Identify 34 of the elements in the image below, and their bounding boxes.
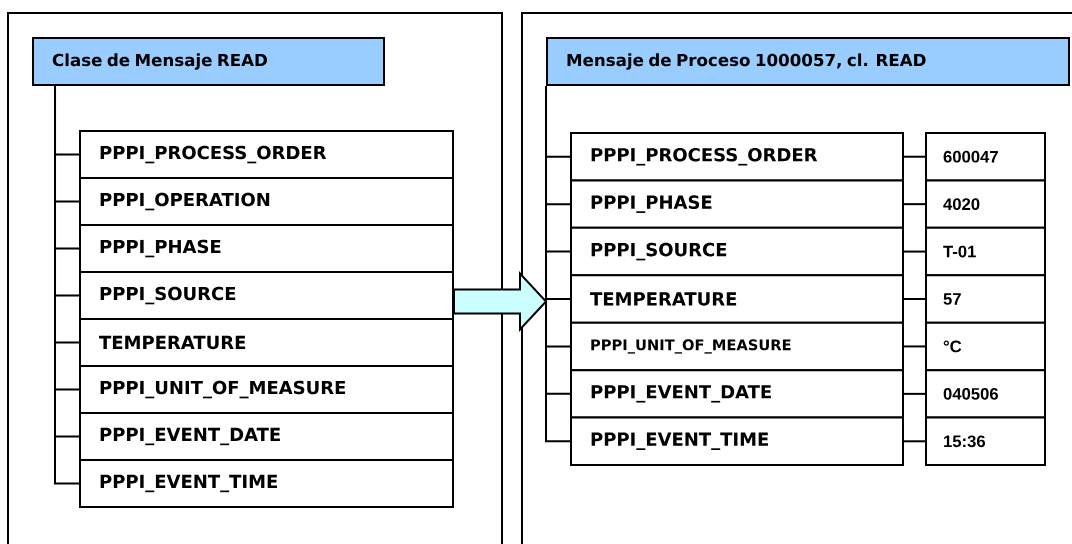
field-box: PPPI_PHASE: [570, 179, 904, 229]
connector-line: [903, 345, 926, 348]
value-box: 15:36: [925, 416, 1046, 466]
field-box: PPPI_PROCESS_ORDER: [79, 130, 454, 179]
connector-line: [903, 250, 926, 253]
header-box: Clase de Mensaje READ: [32, 37, 385, 86]
field-box: PPPI_OPERATION: [79, 177, 454, 226]
field-box: PPPI_EVENT_DATE: [79, 412, 454, 461]
field-box: PPPI_PROCESS_ORDER: [570, 132, 904, 182]
field-box: PPPI_EVENT_TIME: [79, 459, 454, 508]
value-box: 57: [925, 274, 1046, 324]
panel-frame: [7, 12, 503, 544]
field-box: PPPI_UNIT_OF_MEASURE: [79, 365, 454, 414]
field-box: PPPI_SOURCE: [570, 226, 904, 277]
value-box: T-01: [925, 226, 1046, 277]
panel-frame: [521, 12, 1072, 544]
field-box: PPPI_EVENT_DATE: [570, 369, 904, 419]
field-box: PPPI_UNIT_OF_MEASURE: [570, 321, 904, 372]
value-box: 4020: [925, 179, 1046, 229]
value-box: 600047: [925, 132, 1046, 182]
field-box: PPPI_EVENT_TIME: [570, 416, 904, 466]
connector-line: [903, 155, 926, 158]
value-box: 040506: [925, 369, 1046, 419]
field-box: TEMPERATURE: [570, 274, 904, 324]
connector-line: [903, 203, 926, 206]
connector-line: [903, 392, 926, 395]
connector-line: [903, 440, 926, 443]
header-box: Mensaje de Proceso 1000057, cl. READ: [546, 37, 1070, 86]
value-box: °C: [925, 321, 1046, 372]
block-arrow: [453, 270, 548, 333]
field-box: PPPI_SOURCE: [79, 271, 454, 320]
connector-line: [903, 298, 926, 300]
field-box: TEMPERATURE: [79, 318, 454, 367]
field-box: PPPI_PHASE: [79, 224, 454, 273]
